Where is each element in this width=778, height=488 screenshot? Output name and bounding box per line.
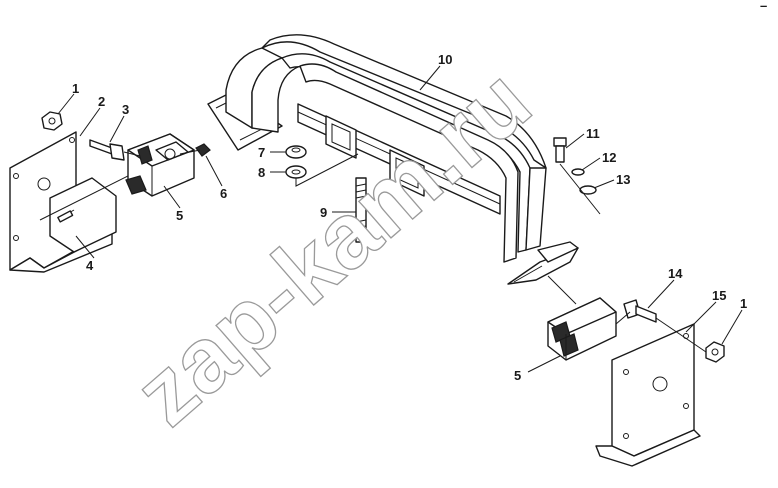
part-14-bolt [623,299,657,323]
part-1-nut-right [705,341,725,363]
callout-6: 6 [220,186,227,201]
callout-11: 11 [586,126,600,141]
part-9-stud [355,177,367,243]
part-5-damper-right [547,297,617,361]
callout-8: 8 [258,165,265,180]
callout-4: 4 [86,258,94,273]
part-15-right-mounting-plate [595,323,701,467]
callout-labels: 1 2 3 4 5 6 7 8 9 10 11 12 13 14 15 1 5 [72,52,747,383]
callout-15: 15 [712,288,726,303]
part-1-nut-left [41,111,63,131]
part-12-lock-washer [571,168,585,176]
part-7-nut [285,145,307,159]
watermark: zap-kam.ru [116,49,549,445]
callout-2: 2 [98,94,105,109]
callout-10: 10 [438,52,452,67]
part-3-bolt [89,139,125,161]
callout-3: 3 [122,102,129,117]
callout-5-left: 5 [176,208,183,223]
part-4-rubber-pad [49,177,117,253]
part-13-washer [579,185,597,195]
callout-13: 13 [616,172,630,187]
callout-7: 7 [258,145,265,160]
part-10-tubular-frame [207,34,579,285]
callout-1-left: 1 [72,81,79,96]
callout-9: 9 [320,205,327,220]
corner-mark: – [760,0,767,13]
callout-leaders [57,65,743,373]
part-11-bolt [553,137,567,163]
part-5-damper-left [125,133,195,197]
callout-12: 12 [602,150,616,165]
callout-14: 14 [668,266,683,281]
assembly-center-lines [39,149,707,353]
callout-5-right: 5 [514,368,521,383]
part-8-washer [285,165,307,179]
callout-1-right: 1 [740,296,747,311]
part-6-small-nut [195,143,211,157]
